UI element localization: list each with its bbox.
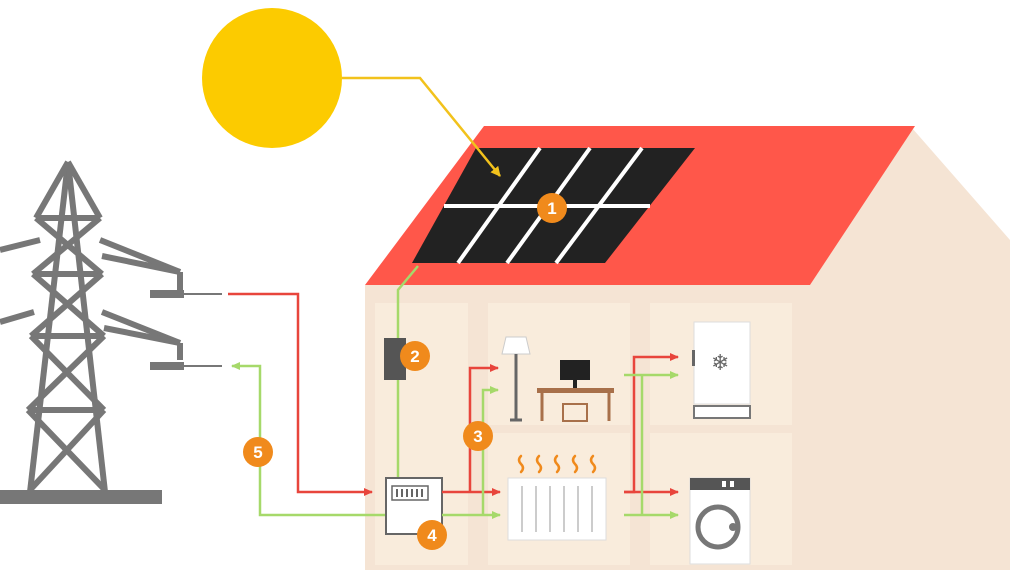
heat-waves-icon xyxy=(517,454,597,474)
inverter xyxy=(384,338,406,380)
badge-5: 5 xyxy=(243,437,273,467)
insulator-bottom xyxy=(150,362,184,370)
floor-lamp xyxy=(501,336,531,422)
meter-to-living-red xyxy=(468,364,499,492)
meter-to-living-green xyxy=(481,386,499,515)
sun-to-panel-arrow xyxy=(342,76,501,177)
badge-2: 2 xyxy=(400,341,430,371)
badge-4: 4 xyxy=(417,520,447,550)
refrigerator xyxy=(692,321,751,419)
badge-4-label: 4 xyxy=(427,526,437,545)
badge-1: 1 xyxy=(537,193,567,223)
sun xyxy=(202,8,342,148)
washing-machine xyxy=(689,477,751,565)
snowflake-icon: ❄ xyxy=(711,351,729,376)
desk-with-computer xyxy=(537,360,614,422)
radiator xyxy=(507,477,607,541)
tower-base xyxy=(0,490,162,504)
badge-5-label: 5 xyxy=(253,443,262,462)
badge-3-label: 3 xyxy=(473,427,482,446)
transmission-tower xyxy=(0,160,183,493)
panel-to-inverter-line xyxy=(396,265,419,340)
badge-2-label: 2 xyxy=(410,347,419,366)
badge-3: 3 xyxy=(463,421,493,451)
room-living xyxy=(488,303,630,425)
insulator-top xyxy=(150,290,184,298)
grid-import-line xyxy=(228,292,373,496)
badge-1-label: 1 xyxy=(547,199,556,218)
